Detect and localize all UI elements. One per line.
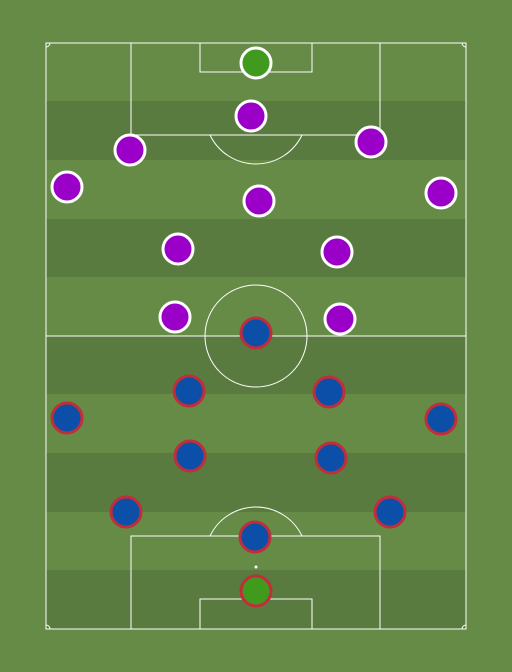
top-team-player-wb[interactable] bbox=[50, 170, 84, 204]
corner-arc-top-right bbox=[461, 42, 467, 48]
top-penalty-arc bbox=[209, 134, 303, 165]
bottom-team-player-am[interactable] bbox=[312, 375, 346, 409]
corner-arc-top-left bbox=[45, 42, 51, 48]
bottom-penalty-spot bbox=[254, 565, 258, 569]
corner-arc-bottom-right bbox=[461, 624, 467, 630]
bottom-penalty-arc bbox=[209, 506, 303, 537]
team-top bbox=[50, 46, 458, 336]
top-team-player-gk-goalkeeper[interactable] bbox=[239, 46, 273, 80]
bottom-team-player-cm[interactable] bbox=[173, 439, 207, 473]
top-team-player-cm[interactable] bbox=[320, 235, 354, 269]
bottom-team-player-fw[interactable] bbox=[239, 316, 273, 350]
bottom-team-player-wb[interactable] bbox=[50, 401, 84, 435]
pitch-markings bbox=[45, 42, 467, 630]
top-team-player-fw[interactable] bbox=[158, 300, 192, 334]
bottom-team-player-cb[interactable] bbox=[238, 520, 272, 554]
corner-arc-bottom-left bbox=[45, 624, 51, 630]
bottom-team-player-wb[interactable] bbox=[424, 402, 458, 436]
top-team-player-dm[interactable] bbox=[234, 99, 268, 133]
center-circle bbox=[204, 284, 308, 388]
top-team-player-cm[interactable] bbox=[161, 232, 195, 266]
top-team-player-cm[interactable] bbox=[242, 184, 276, 218]
team-bottom bbox=[50, 316, 458, 608]
top-team-player-wb[interactable] bbox=[424, 176, 458, 210]
bottom-team-player-gk-goalkeeper[interactable] bbox=[239, 574, 273, 608]
bottom-team-player-cm[interactable] bbox=[314, 441, 348, 475]
bottom-team-player-cb[interactable] bbox=[373, 495, 407, 529]
bottom-team-player-cb[interactable] bbox=[109, 495, 143, 529]
top-team-player-fw[interactable] bbox=[323, 302, 357, 336]
bottom-team-player-am[interactable] bbox=[172, 374, 206, 408]
top-team-player-cb[interactable] bbox=[354, 125, 388, 159]
top-team-player-cb[interactable] bbox=[113, 133, 147, 167]
